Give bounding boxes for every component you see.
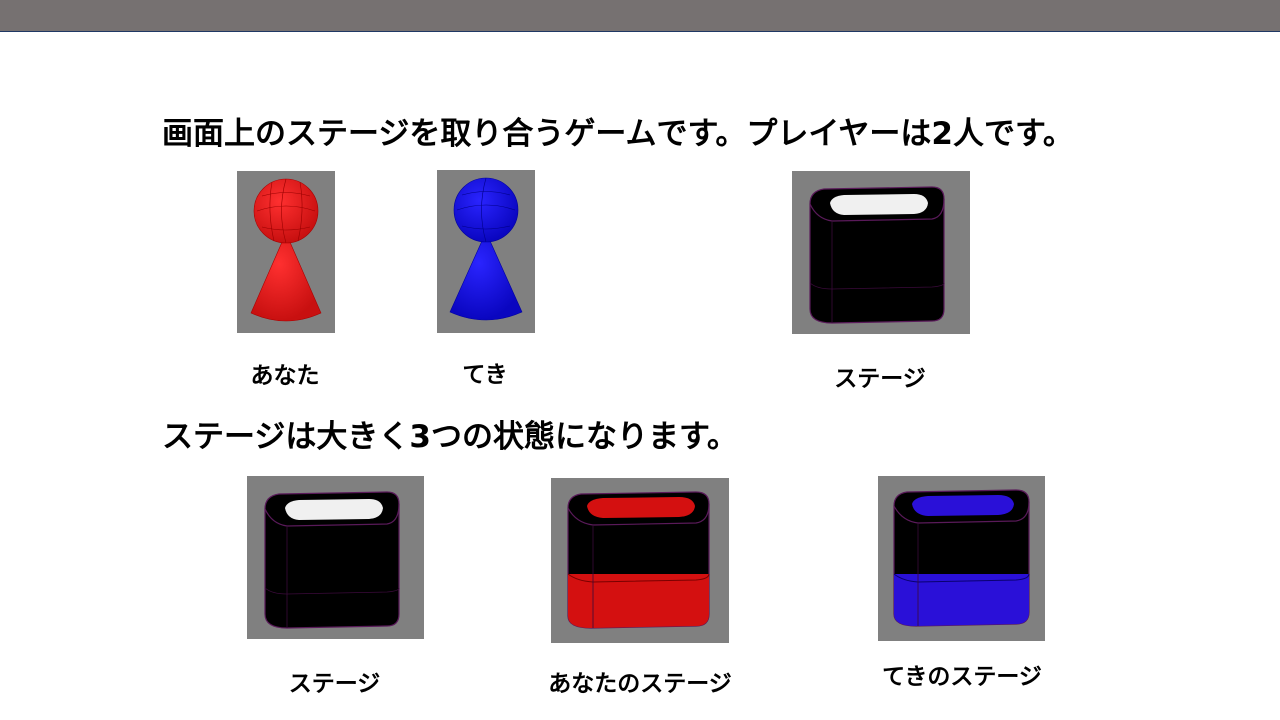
stage-state-neutral	[247, 476, 424, 639]
piece-label-you: あなた	[250, 363, 320, 389]
player-piece-you	[237, 171, 335, 333]
slide-heading-players: 画面上のステージを取り合うゲームです。プレイヤーは2人です。	[162, 116, 1074, 152]
stage-state-neutral-label: ステージ	[288, 671, 381, 697]
stage-cube-icon	[264, 491, 400, 629]
stage-state-enemy	[878, 476, 1045, 641]
stage-intro-image	[792, 171, 970, 334]
stage-state-enemy-label: てきのステージ	[882, 664, 1042, 690]
slide-heading-states: ステージは大きく3つの状態になります。	[162, 419, 738, 455]
player-piece-enemy	[437, 170, 535, 333]
stage-cube-icon	[893, 489, 1030, 627]
red-pawn-icon	[250, 178, 322, 322]
stage-cube-icon	[567, 491, 710, 629]
stage-state-you-label: あなたのステージ	[548, 671, 732, 697]
piece-label-enemy: てき	[462, 362, 508, 388]
stage-cube-icon	[809, 186, 945, 324]
top-bar	[0, 0, 1280, 32]
stage-intro-label: ステージ	[834, 366, 926, 392]
stage-state-you	[551, 478, 729, 643]
blue-pawn-icon	[449, 177, 523, 321]
